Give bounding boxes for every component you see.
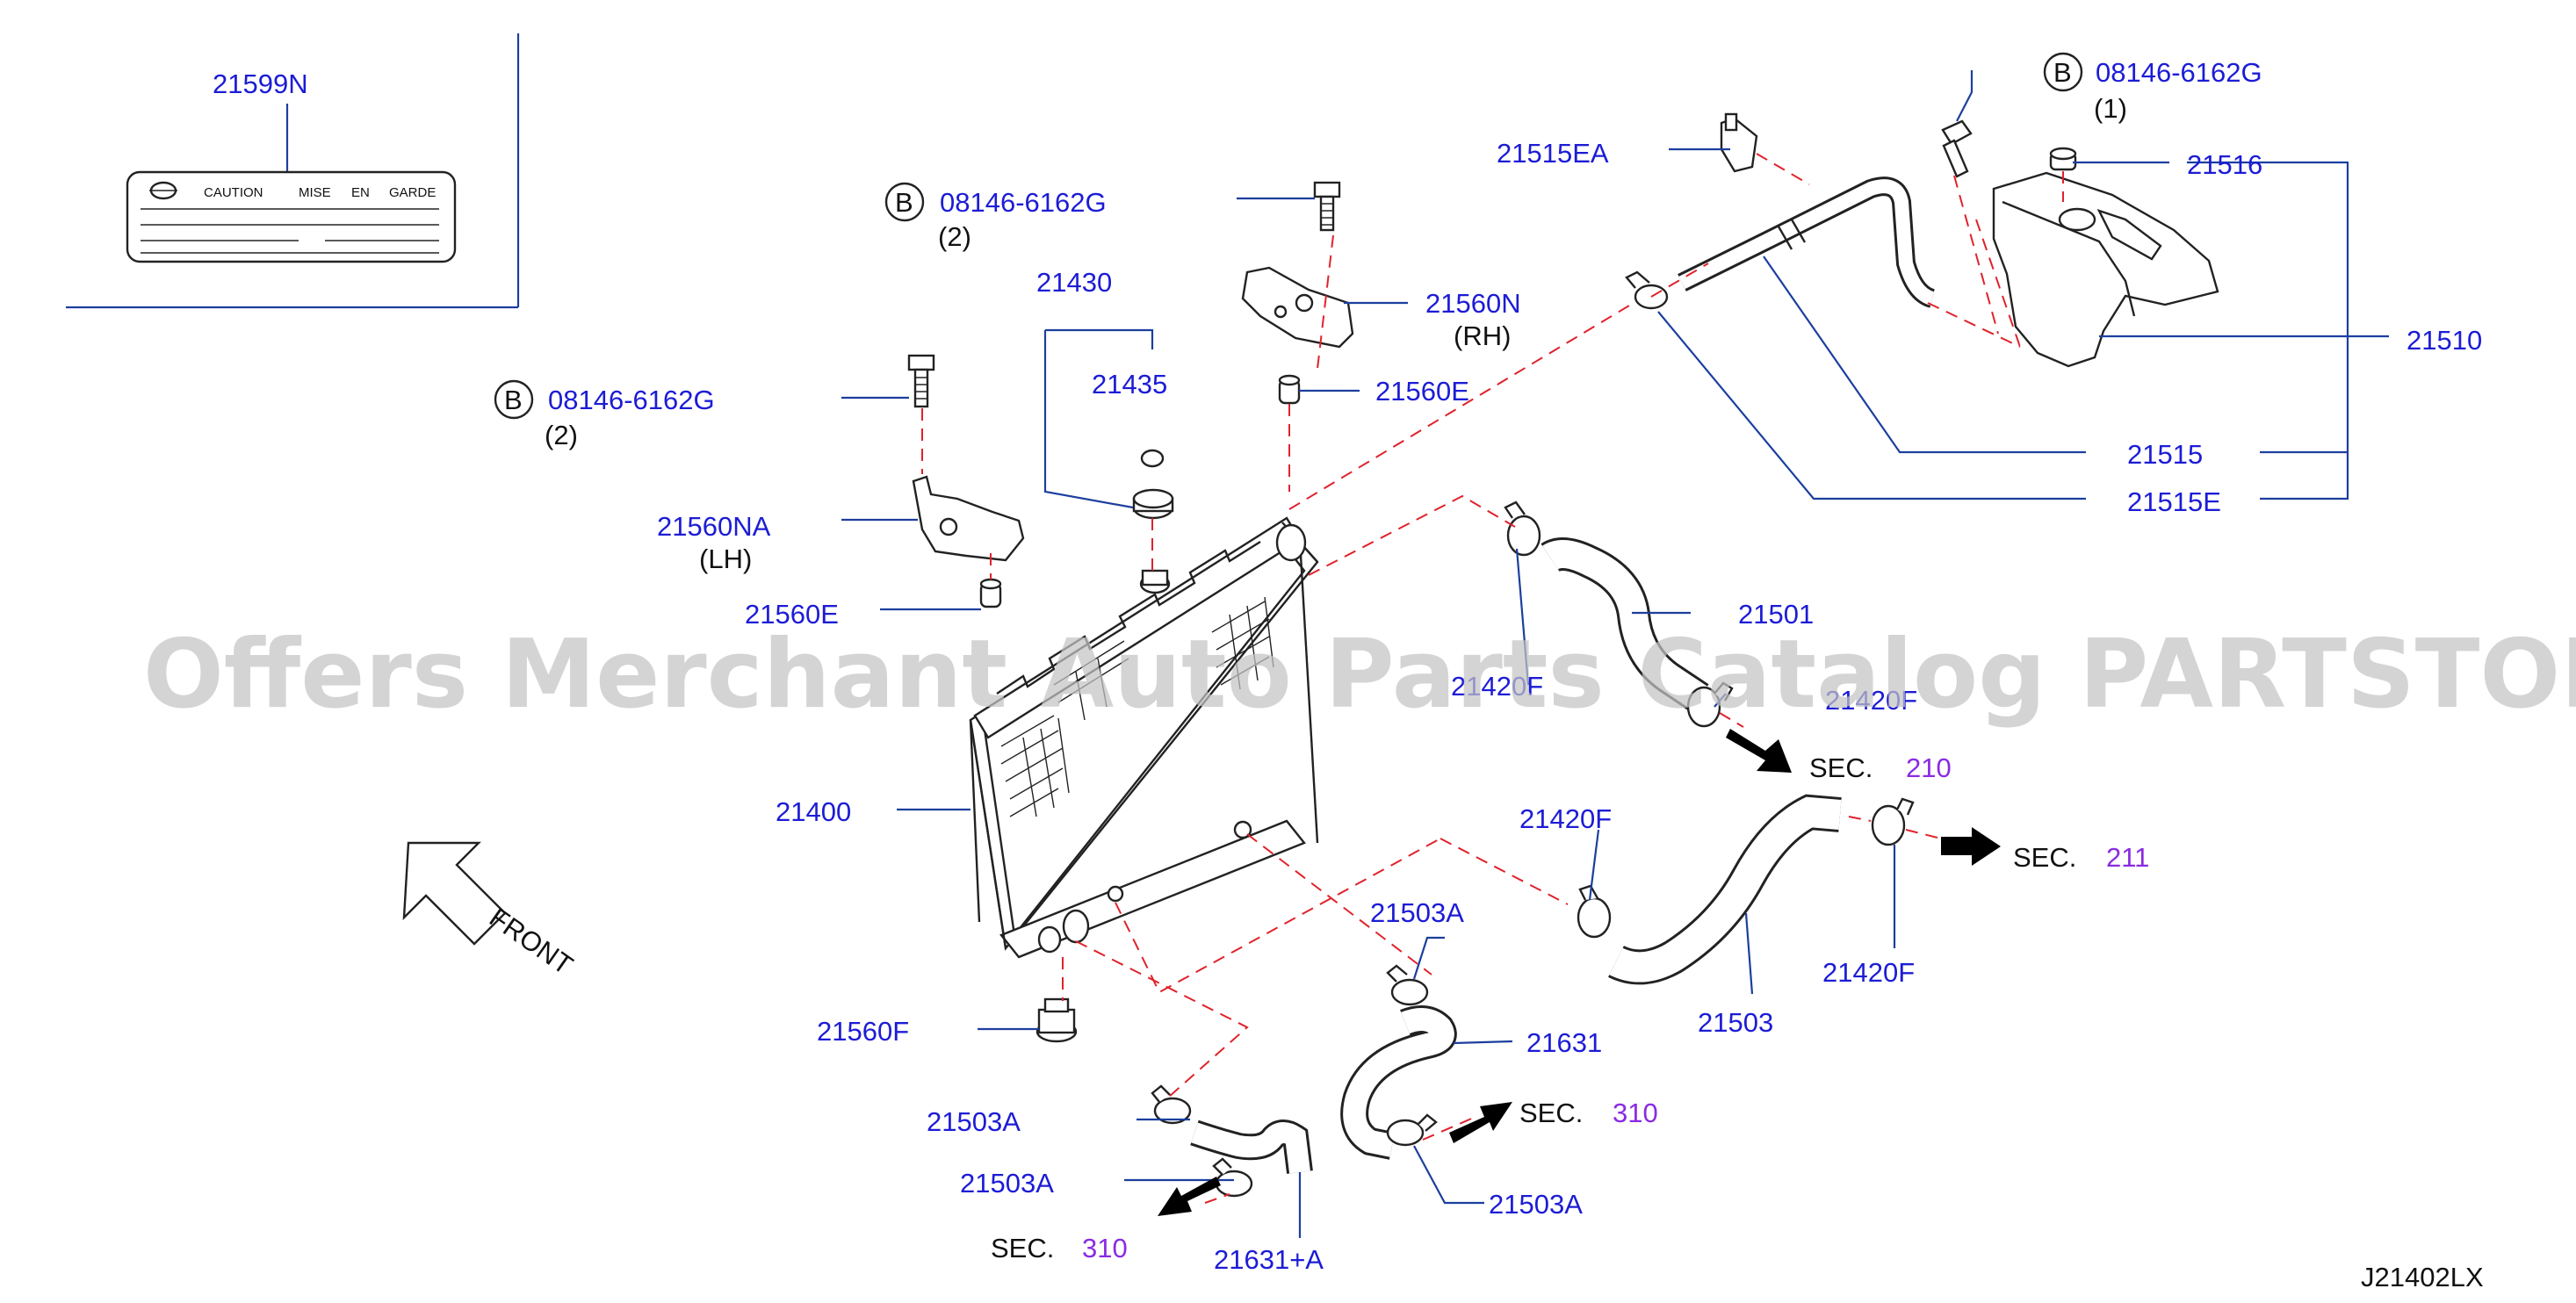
label-21516: 21516 <box>2187 149 2262 180</box>
seal-21435 <box>1140 449 1165 468</box>
label-21503a-b: 21503A <box>927 1106 1021 1137</box>
arrow-sec-211 <box>1941 827 2001 866</box>
clamp-21503a-d <box>1386 1113 1438 1147</box>
caution-sticker <box>126 170 457 263</box>
bushing-21560e-left <box>979 578 1002 608</box>
reservoir-cap-21516 <box>2049 147 2077 171</box>
sec-310-right-prefix: SEC. <box>1519 1098 1583 1128</box>
clip-21515ea <box>1720 112 1758 173</box>
mount-21560f <box>1035 997 1078 1043</box>
label-21430: 21430 <box>1036 267 1112 298</box>
radiator-cap-21430 <box>1132 488 1174 520</box>
bolt-callout-letter: B <box>895 187 913 218</box>
label-21631: 21631 <box>1526 1027 1602 1058</box>
bolt-part-number: 08146-6162G <box>548 385 715 415</box>
dashed-connector-lines <box>921 153 2064 1204</box>
clamp-21503a-a <box>1386 964 1429 1006</box>
label-21515ea: 21515EA <box>1497 138 1609 169</box>
bracket-21560n <box>1241 266 1354 349</box>
sec-211-number: 211 <box>2106 842 2149 873</box>
lower-hose-21503 <box>1608 794 1842 985</box>
bolt-part-number: 08146-6162G <box>2096 57 2262 88</box>
sec-210-number: 210 <box>1906 752 1952 783</box>
bolt-part-number: 08146-6162G <box>940 187 1107 218</box>
lower-outlet-pipe <box>1062 909 1090 944</box>
bolt-callout-center: B 08146-6162G (2) <box>884 182 1107 252</box>
label-21420f-a: 21420F <box>1451 671 1543 702</box>
clamp-21503a-c <box>1212 1157 1253 1198</box>
clamp-21420f-c <box>1577 884 1612 939</box>
radiator-assembly <box>969 516 1319 959</box>
clamp-21420f-b <box>1686 681 1734 728</box>
label-21560na: 21560NA <box>657 511 771 542</box>
sec-210-prefix: SEC. <box>1809 752 1872 783</box>
label-21560e-top: 21560E <box>1375 376 1469 407</box>
heater-hose-21631a <box>1190 1119 1313 1174</box>
drain-cock <box>1233 820 1252 839</box>
label-21503a-c: 21503A <box>960 1168 1054 1199</box>
label-21400: 21400 <box>776 796 851 827</box>
sec-310-left-prefix: SEC. <box>991 1233 1054 1263</box>
caution-word: CAUTION <box>204 185 263 200</box>
label-rh: (RH) <box>1454 320 1511 351</box>
section-arrows <box>1158 729 2001 1216</box>
section-references: SEC. 210 SEC. 211 SEC. 310 SEC. 310 <box>991 752 2149 1263</box>
reservoir-hose-21515 <box>1678 176 1936 308</box>
diagram-code: J21402LX <box>2361 1262 2484 1292</box>
label-21510: 21510 <box>2406 325 2482 356</box>
label-21420f-c: 21420F <box>1519 803 1612 834</box>
bolt-callout-letter: B <box>504 385 523 415</box>
garde-word: GARDE <box>389 185 436 200</box>
label-21503a-d: 21503A <box>1489 1189 1583 1220</box>
watermark-text: Offers Merchant Auto Parts Catalog PARTS… <box>143 620 2576 730</box>
arrow-sec-310-right <box>1449 1102 1512 1143</box>
bolt-quantity: (1) <box>2094 93 2127 124</box>
caution-label-inset: 21599N CAUTION MISE EN GARDE <box>66 33 520 309</box>
heater-hose-21631 <box>1340 1005 1457 1160</box>
arrow-sec-210 <box>1726 729 1792 773</box>
bushing-21560e-top <box>1278 374 1301 405</box>
label-21515: 21515 <box>2127 439 2203 470</box>
clamp-21420f-a <box>1504 500 1541 557</box>
bolt-rh <box>1313 181 1341 232</box>
label-21501: 21501 <box>1738 599 1814 630</box>
label-21560f: 21560F <box>817 1016 909 1047</box>
label-21560n: 21560N <box>1425 288 1521 319</box>
upper-hose-21501 <box>1541 537 1709 712</box>
bolt-reservoir <box>1941 119 1973 178</box>
arrow-sec-310-left <box>1158 1177 1221 1216</box>
label-21631a: 21631+A <box>1214 1244 1324 1275</box>
label-21435: 21435 <box>1092 369 1167 400</box>
label-21599n: 21599N <box>213 68 308 99</box>
leader-lines <box>841 70 2389 1238</box>
label-lh: (LH) <box>699 544 752 574</box>
mise-word: MISE <box>299 185 331 200</box>
sec-310-left-number: 310 <box>1082 1233 1128 1263</box>
label-21503: 21503 <box>1698 1007 1773 1038</box>
front-label: FRONT <box>484 902 579 981</box>
front-direction-indicator: FRONT <box>402 841 579 981</box>
bolt-callout-top-right: B 08146-6162G (1) <box>2043 52 2262 124</box>
sec-211-prefix: SEC. <box>2013 842 2076 873</box>
label-21420f-d: 21420F <box>1822 957 1915 988</box>
part-labels: 21516 21515EA 21510 21515 21515E 21430 2… <box>657 138 2482 1275</box>
bolt-quantity: (2) <box>545 420 578 450</box>
bolt-callout-left: B 08146-6162G (2) <box>494 379 715 450</box>
label-21420f-b: 21420F <box>1825 685 1917 716</box>
reservoir-tank-21510 <box>1992 171 2219 368</box>
en-word: EN <box>351 185 370 200</box>
upper-inlet-pipe <box>1275 523 1307 562</box>
sec-310-right-number: 310 <box>1613 1098 1658 1128</box>
bolt-quantity: (2) <box>938 221 971 252</box>
label-21560e-left: 21560E <box>745 599 839 630</box>
bolt-lh <box>907 354 935 408</box>
bracket-21560na <box>912 475 1025 562</box>
label-21503a-a: 21503A <box>1370 897 1464 928</box>
clamp-21420f-d <box>1871 797 1915 846</box>
bolt-callout-letter: B <box>2053 57 2072 88</box>
label-21515e: 21515E <box>2127 486 2221 517</box>
clamp-21503a-b <box>1151 1084 1192 1125</box>
